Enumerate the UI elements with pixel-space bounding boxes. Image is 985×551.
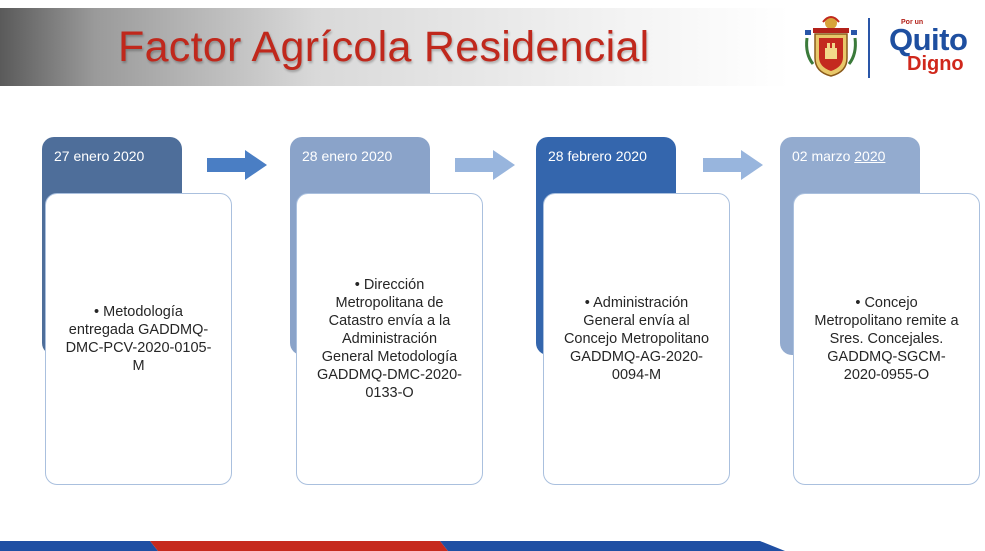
arrow-right-icon bbox=[703, 150, 763, 180]
coat-of-arms-icon bbox=[805, 16, 857, 77]
arrow-right-icon bbox=[455, 150, 515, 180]
timeline-step-4-text: • Concejo Metropolitano remite a Sres. C… bbox=[814, 295, 959, 383]
logo-quito-wordmark: Quito bbox=[889, 22, 968, 57]
slide-title: Factor Agrícola Residencial bbox=[118, 23, 650, 71]
timeline-step-4-card: • Concejo Metropolitano remite a Sres. C… bbox=[793, 193, 980, 485]
timeline-step-1-text: • Metodología entregada GADDMQ-DMC-PCV-2… bbox=[65, 304, 212, 374]
logo-divider bbox=[868, 18, 870, 78]
footer-color-band bbox=[0, 541, 985, 551]
timeline-step-1-date: 27 enero 2020 bbox=[54, 148, 145, 164]
timeline-step-3-card: • Administración General envía al Concej… bbox=[543, 193, 730, 485]
timeline-step-1-card: • Metodología entregada GADDMQ-DMC-PCV-2… bbox=[45, 193, 232, 485]
timeline-step-4-date-year: 2020 bbox=[854, 148, 886, 164]
logo-tagline: Por un bbox=[901, 19, 924, 26]
timeline-step-3-text: • Administración General envía al Concej… bbox=[563, 295, 710, 383]
timeline-step-2-date: 28 enero 2020 bbox=[302, 148, 393, 164]
timeline-step-2-card: • Dirección Metropolitana de Catastro en… bbox=[296, 193, 483, 485]
timeline-step-2-text: • Dirección Metropolitana de Catastro en… bbox=[316, 277, 462, 401]
arrow-right-icon bbox=[207, 150, 267, 180]
logo-digno-wordmark: Digno bbox=[907, 53, 964, 75]
timeline-step-4-date: 02 marzo 2020 bbox=[792, 148, 885, 164]
timeline-step-3-date: 28 febrero 2020 bbox=[548, 148, 647, 164]
title-band bbox=[0, 8, 790, 86]
timeline-step-4-date-prefix: 02 marzo bbox=[792, 148, 855, 164]
